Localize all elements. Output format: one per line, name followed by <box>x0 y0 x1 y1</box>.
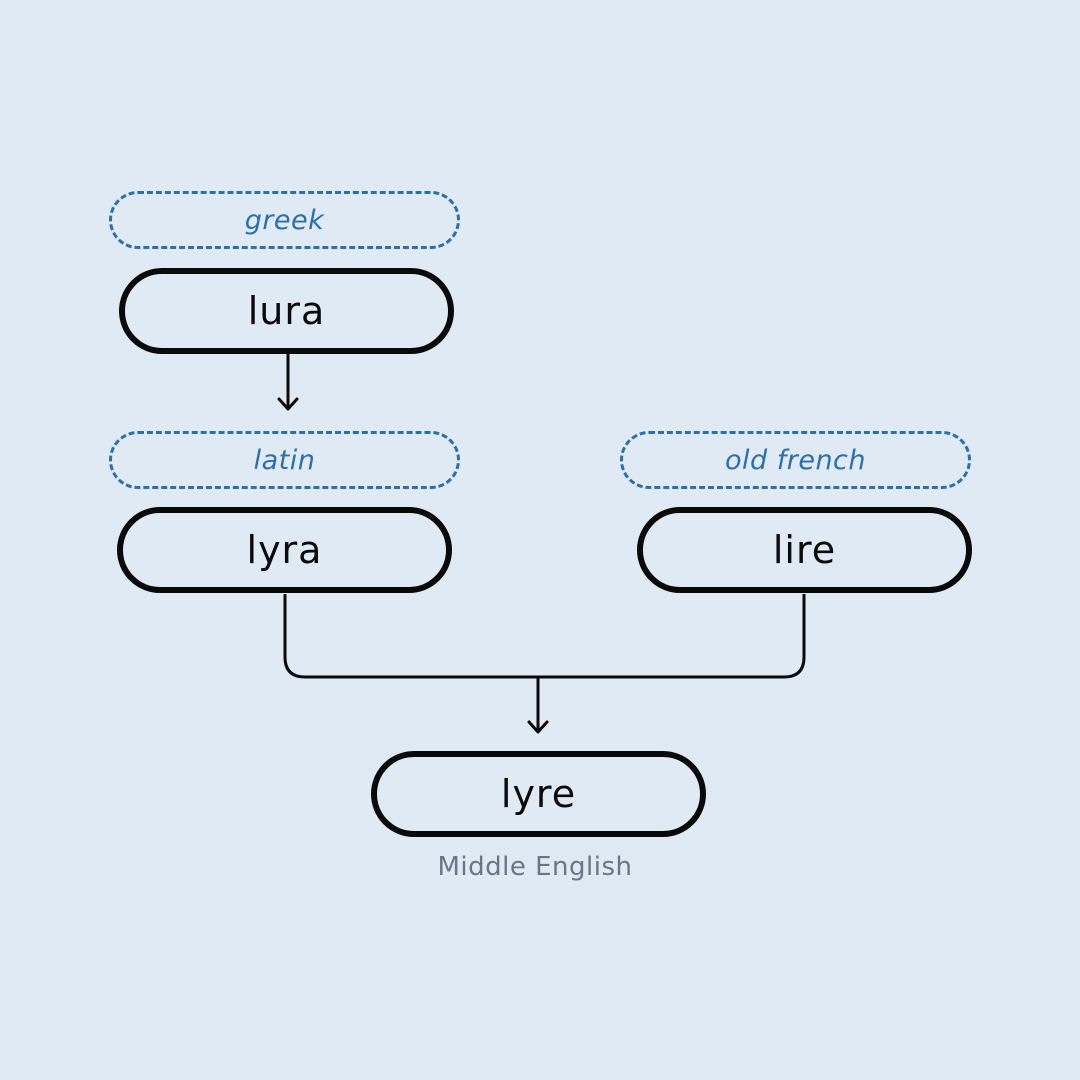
language-tag-greek: greek <box>109 191 460 249</box>
arrowhead-icon <box>527 720 549 734</box>
word-node-middle-english: lyre <box>371 751 706 837</box>
word-node-old-french: lire <box>637 507 972 593</box>
language-caption-middle-english: Middle English <box>437 852 633 882</box>
word-node-latin: lyra <box>117 507 452 593</box>
language-tag-latin: latin <box>109 431 460 489</box>
arrowhead-icon <box>277 397 299 411</box>
edge-merge-to-middle-english <box>283 594 806 734</box>
edge-greek-to-latin <box>277 354 299 411</box>
language-tag-old-french: old french <box>620 431 971 489</box>
word-node-greek: lura <box>119 268 454 354</box>
